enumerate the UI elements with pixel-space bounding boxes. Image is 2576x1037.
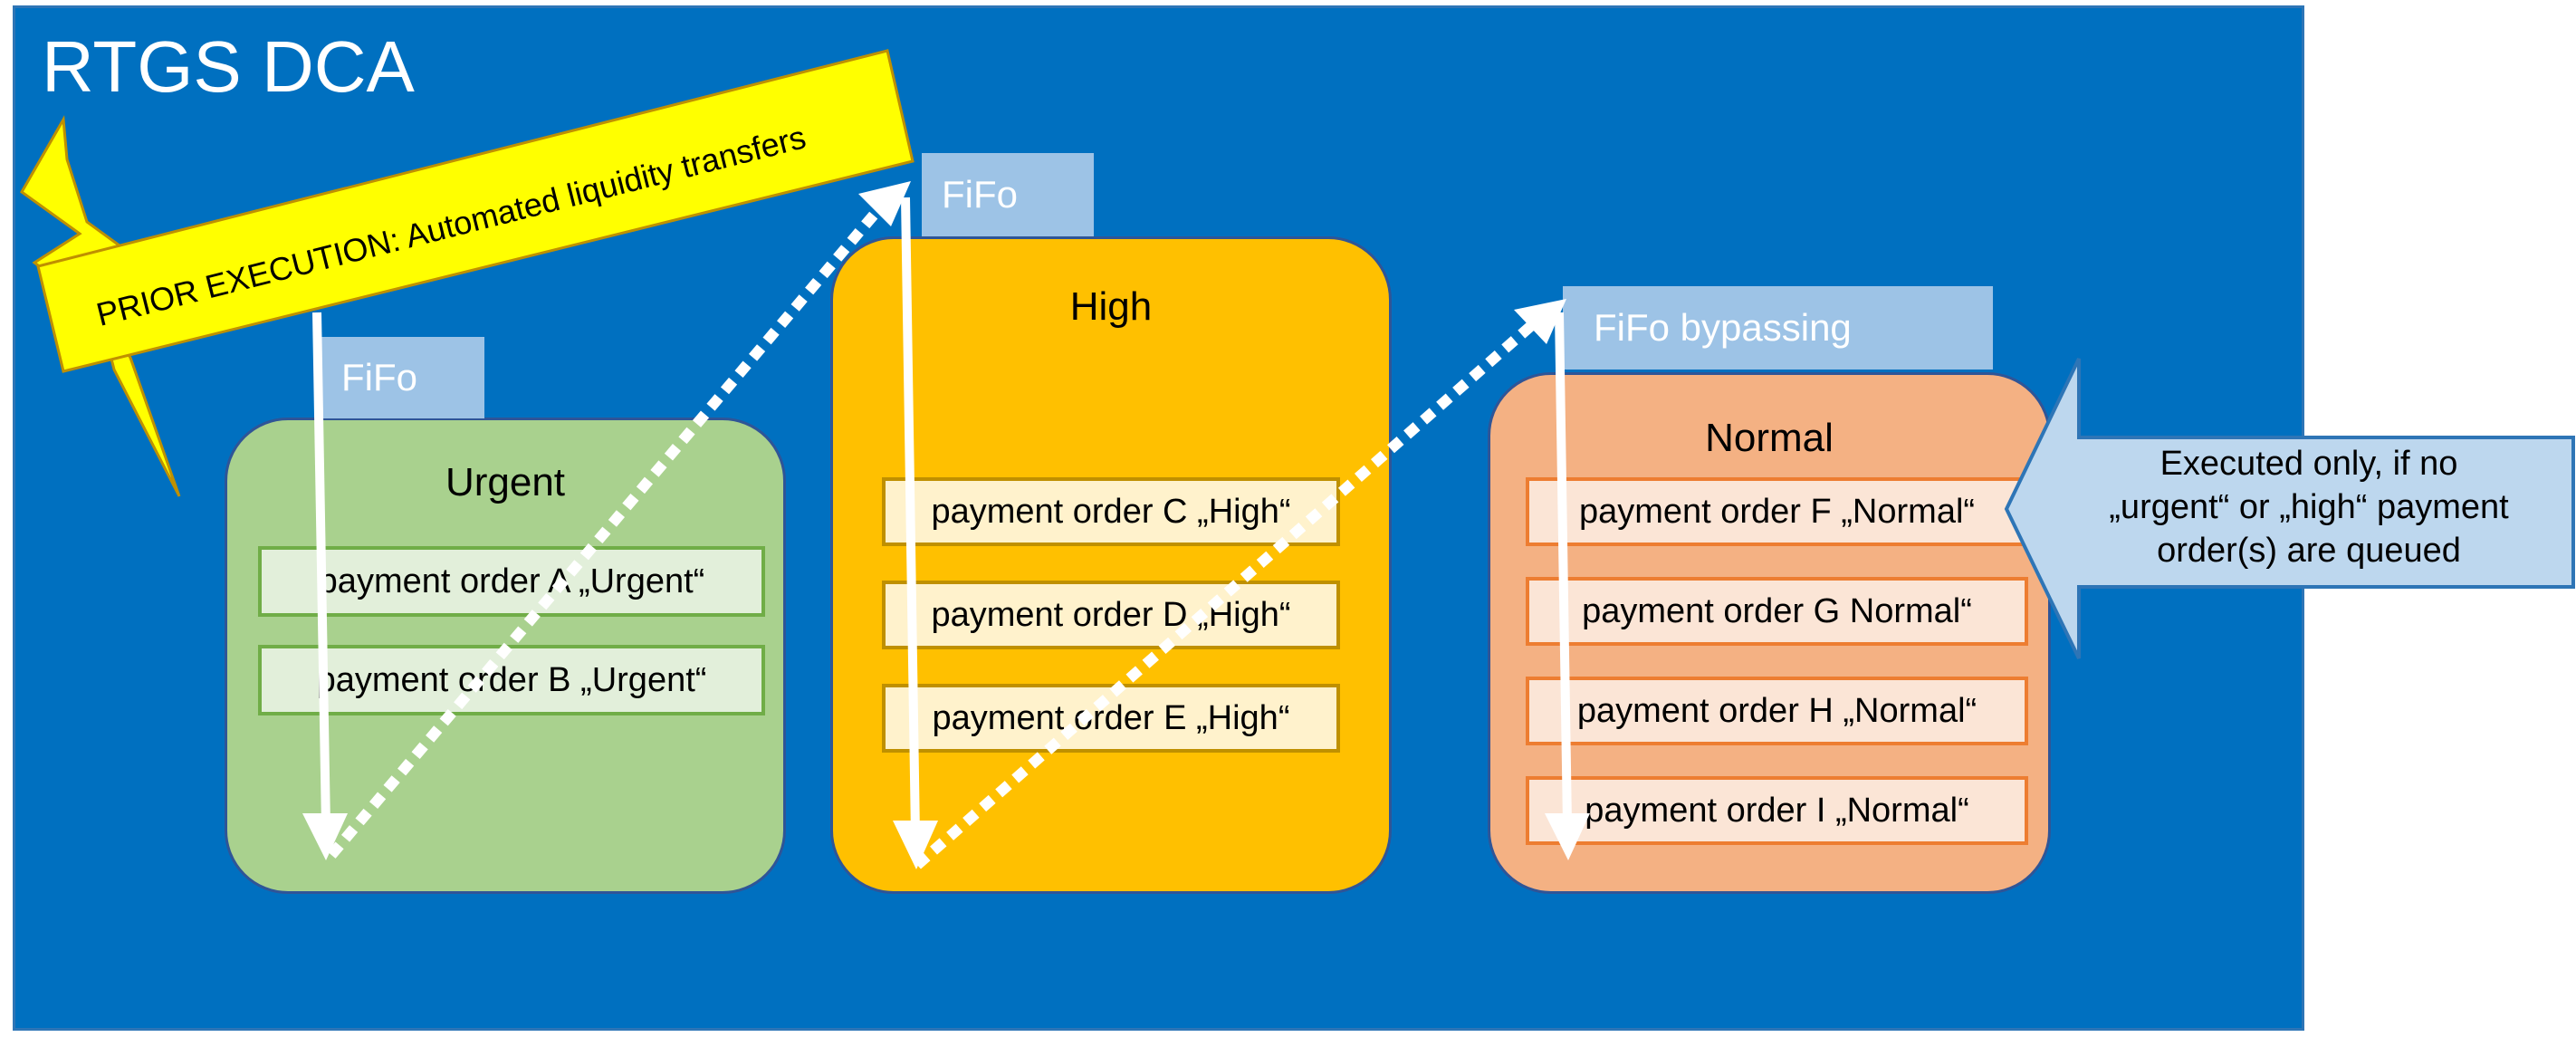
normal-down-arrowhead [1545, 813, 1590, 860]
normal-down-arrow [1555, 312, 1572, 825]
lightning-bolt-icon [20, 115, 181, 497]
high-down-arrow [901, 197, 920, 836]
payment-order-a: payment order A „Urgent“ [258, 546, 765, 617]
diagram-title: RTGS DCA [42, 26, 415, 107]
payment-order-c: payment order C „High“ [882, 477, 1340, 546]
urgent-queue-label: Urgent [445, 460, 566, 504]
payment-order-h: payment order H „Normal“ [1526, 677, 2028, 745]
payment-order-i: payment order I „Normal“ [1526, 776, 2028, 845]
high-queue-label: High [1069, 284, 1153, 329]
payment-order-e: payment order E „High“ [882, 684, 1340, 753]
high-queue-box: High [830, 236, 1392, 894]
payment-order-g: payment order G Normal“ [1526, 577, 2028, 646]
payment-order-b: payment order B „Urgent“ [258, 645, 765, 715]
note-line-2: „urgent“ or „high“ payment [2109, 488, 2509, 526]
note-callout-arrow [2004, 358, 2575, 659]
high-to-normal-arrowhead [1514, 299, 1566, 344]
high-down-arrowhead [893, 821, 938, 869]
urgent-to-high-dotted-arrow [327, 197, 890, 859]
high-to-normal-dotted-arrow [914, 312, 1545, 869]
note-line-1: Executed only, if no [2159, 445, 2458, 483]
payment-order-d: payment order D „High“ [882, 581, 1340, 649]
urgent-down-arrowhead [302, 813, 348, 860]
note-line-3: order(s) are queued [2157, 532, 2461, 570]
urgent-fifo-tab: FiFo [321, 337, 484, 418]
normal-fifo-bypassing-tab: FiFo bypassing [1563, 286, 1993, 370]
normal-queue-label: Normal [1705, 416, 1834, 460]
note-text: Executed only, if no „urgent“ or „high“ … [2060, 442, 2558, 572]
high-fifo-tab: FiFo [922, 153, 1094, 236]
prior-execution-banner [36, 49, 915, 373]
urgent-down-arrow [312, 312, 330, 827]
urgent-to-high-arrowhead [858, 181, 911, 226]
